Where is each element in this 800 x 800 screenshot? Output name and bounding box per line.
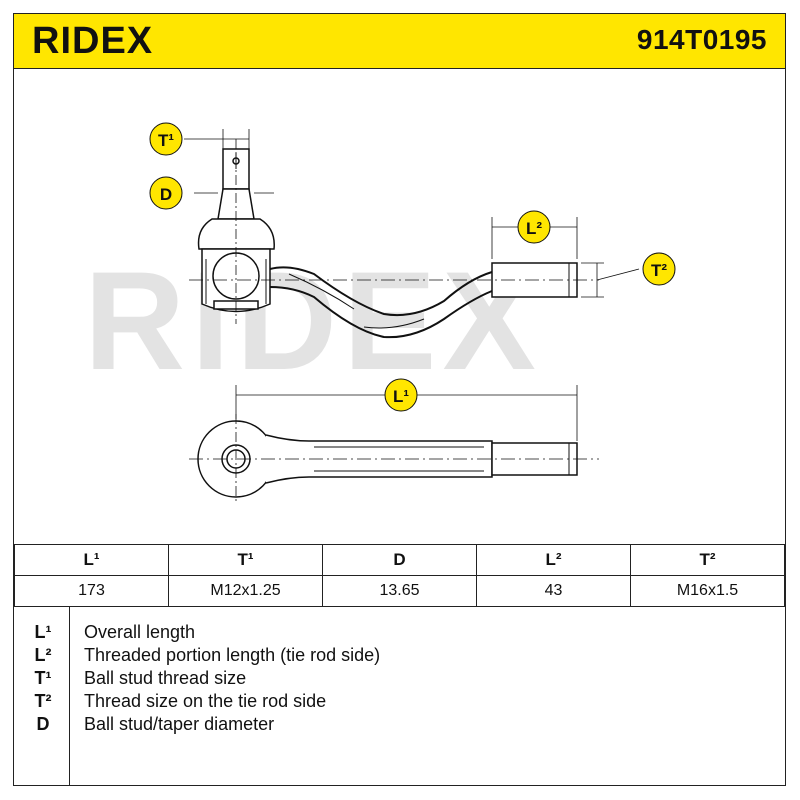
legend: L¹ Overall length L² Threaded portion le… xyxy=(14,607,785,785)
spec-header-cell: T¹ xyxy=(168,544,323,576)
header-bar: RIDEX 914T0195 xyxy=(14,14,785,69)
spec-header-cell: L² xyxy=(476,544,631,576)
legend-symbol: T² xyxy=(34,691,52,711)
legend-text: Thread size on the tie rod side xyxy=(84,691,327,711)
spec-value-row: 173 M12x1.25 13.65 43 M16x1.5 xyxy=(14,575,785,607)
callout-t2-label: T² xyxy=(651,261,667,280)
ridex-logo: RIDEX xyxy=(32,20,153,60)
callout-t1-label: T¹ xyxy=(158,131,174,150)
callout-d: D xyxy=(149,176,183,210)
spec-value-cell: 43 xyxy=(476,575,631,607)
brand-logo-text: RIDEX xyxy=(32,20,153,60)
callout-d-label: D xyxy=(160,185,172,204)
spec-header-row: L¹ T¹ D L² T² xyxy=(14,544,785,576)
legend-symbol: L¹ xyxy=(34,622,52,642)
legend-text: Ball stud thread size xyxy=(84,668,247,688)
callout-t1: T¹ xyxy=(149,122,183,156)
spec-value-cell: 13.65 xyxy=(322,575,477,607)
callout-l2: L² xyxy=(517,210,551,244)
legend-divider xyxy=(69,607,70,785)
spec-value-cell: M12x1.25 xyxy=(168,575,323,607)
watermark: RIDEX xyxy=(84,242,542,399)
legend-text: Ball stud/taper diameter xyxy=(84,714,275,734)
legend-text: Threaded portion length (tie rod side) xyxy=(84,645,381,665)
callout-l1-label: L¹ xyxy=(393,387,409,406)
drawing-sheet: RIDEX 914T0195 RIDEX xyxy=(13,13,786,786)
part-number: 914T0195 xyxy=(636,24,767,55)
spec-header-cell: T² xyxy=(630,544,785,576)
legend-symbol: D xyxy=(36,714,50,734)
spec-header-cell: D xyxy=(322,544,477,576)
legend-text: Overall length xyxy=(84,622,196,642)
technical-drawing: RIDEX xyxy=(84,122,676,504)
spec-header-cell: L¹ xyxy=(14,544,169,576)
callout-t2: T² xyxy=(642,252,676,286)
spec-value-cell: M16x1.5 xyxy=(630,575,785,607)
callout-l2-label: L² xyxy=(526,219,542,238)
spec-value-cell: 173 xyxy=(14,575,169,607)
top-view xyxy=(189,414,599,504)
callout-l1: L¹ xyxy=(384,378,418,412)
spec-table: L¹ T¹ D L² T² 173 M12x1.25 13.65 43 M16x… xyxy=(14,544,785,607)
side-view xyxy=(189,139,599,339)
legend-symbol: L² xyxy=(34,645,52,665)
legend-symbol: T¹ xyxy=(34,668,52,688)
